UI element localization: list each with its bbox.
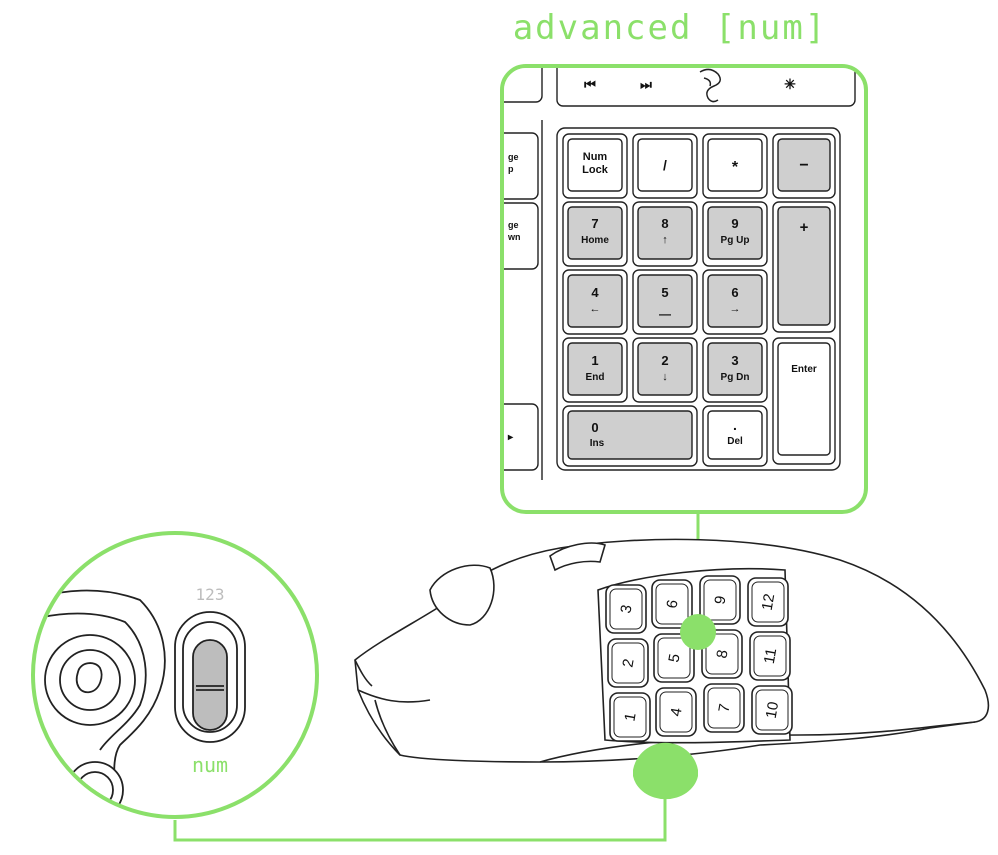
svg-text:p: p [508, 164, 514, 174]
key-4-top-label: 4 [591, 285, 599, 300]
diagram-title: advanced [num] [512, 8, 828, 48]
razer-logo-icon [699, 68, 721, 103]
side-button-label: 1 [621, 712, 639, 723]
next-track-icon[interactable]: ⏭ [640, 77, 652, 92]
divide-label: / [663, 157, 667, 173]
numlock-label-2: Lock [582, 164, 609, 176]
key-5-top-label: 5 [661, 285, 668, 300]
key-9-bottom-label: Pg Up [721, 235, 750, 246]
side-button-face [751, 581, 785, 623]
keypad-callout: ⏮ ⏭ ✳ ge p ge wn ▸ [488, 64, 868, 514]
previous-track-icon[interactable]: ⏮ [584, 77, 596, 92]
key-5-bottom-label: — [659, 307, 671, 321]
scroll-wheel[interactable] [429, 564, 495, 626]
switch-connector [173, 790, 667, 842]
side-button-label: 3 [617, 604, 635, 615]
side-button-face [655, 583, 689, 625]
page-down-key-partial[interactable] [488, 202, 539, 270]
side-button-5[interactable] [653, 633, 695, 683]
side-button-grid: 3 2 1 6 5 4 9 8 7 12 11 10 [605, 575, 793, 742]
side-button-face [659, 691, 693, 733]
side-button-6[interactable] [651, 579, 693, 629]
svg-text:wn: wn [507, 232, 521, 242]
side-button-12[interactable] [747, 577, 789, 627]
plus-label: + [800, 219, 809, 236]
key-dot-bottom-label: Del [727, 436, 743, 447]
page-up-key-partial[interactable] [488, 132, 539, 200]
key-1-top-label: 1 [591, 353, 598, 368]
key-2-bottom-label: ↓ [662, 371, 668, 383]
side-button-label: 11 [761, 647, 780, 665]
key-8-top-label: 8 [661, 216, 668, 231]
media-strip [556, 68, 856, 107]
side-button-face [657, 637, 691, 679]
side-button-face [703, 579, 737, 621]
arrow-key-partial[interactable] [488, 403, 539, 471]
side-button-4[interactable] [655, 687, 697, 737]
key-3-bottom-label: Pg Dn [721, 372, 750, 383]
switch-callout: 123 num [31, 531, 319, 819]
key-7-bottom-label: Home [581, 235, 609, 246]
switch-top-label: 123 [196, 585, 225, 604]
side-button-7[interactable] [703, 683, 745, 733]
mode-switch-slider[interactable] [192, 639, 228, 731]
top-button[interactable] [549, 542, 606, 572]
key-3-top-label: 3 [731, 353, 738, 368]
key-8-bottom-label: ↑ [662, 234, 668, 246]
key-9-top-label: 9 [731, 216, 738, 231]
key-dot-top-label: . [733, 417, 737, 433]
side-button-label: 9 [711, 595, 729, 606]
key-1-bottom-label: End [586, 372, 605, 383]
side-button-1[interactable] [609, 692, 651, 742]
key-2-top-label: 2 [661, 353, 668, 368]
side-button-face [609, 588, 643, 630]
side-button-11[interactable] [749, 631, 791, 681]
key-0-top-label: 0 [591, 420, 598, 435]
key-6-top-label: 6 [731, 285, 738, 300]
side-button-face [753, 635, 787, 677]
side-button-label: 8 [713, 649, 731, 660]
minus-label: − [799, 157, 808, 174]
side-button-label: 5 [665, 653, 683, 664]
side-button-face [705, 633, 739, 675]
keypad-indicator-dot [680, 614, 716, 650]
side-button-label: 7 [715, 703, 733, 714]
switch-bottom-label: num [192, 753, 228, 777]
side-button-10[interactable] [751, 685, 793, 735]
page-up-partial-label: ge [508, 152, 519, 162]
side-button-face [613, 696, 647, 738]
side-button-2[interactable] [607, 638, 649, 688]
key-0-bottom-label: Ins [590, 438, 605, 449]
side-button-face [707, 687, 741, 729]
side-button-label: 2 [619, 658, 637, 669]
numlock-label-1: Num [583, 151, 608, 163]
page-down-partial-label: ge [508, 220, 519, 230]
key-4-bottom-label: ← [590, 303, 601, 315]
side-button-label: 12 [759, 592, 779, 611]
arrow-partial-label: ▸ [507, 432, 514, 443]
key-6-bottom-label: → [730, 303, 741, 315]
multiply-label: * [732, 159, 739, 176]
side-button-label: 6 [663, 599, 681, 610]
side-button-3[interactable] [605, 584, 647, 634]
key-7-top-label: 7 [591, 216, 598, 231]
backlight-icon[interactable]: ✳ [784, 76, 796, 92]
side-button-face [611, 642, 645, 684]
side-button-label: 4 [667, 707, 685, 718]
razer-logo-icon [75, 662, 103, 694]
side-button-label: 10 [763, 700, 783, 719]
side-button-9[interactable] [699, 575, 741, 625]
side-button-face [755, 689, 789, 731]
enter-label: Enter [791, 364, 817, 375]
